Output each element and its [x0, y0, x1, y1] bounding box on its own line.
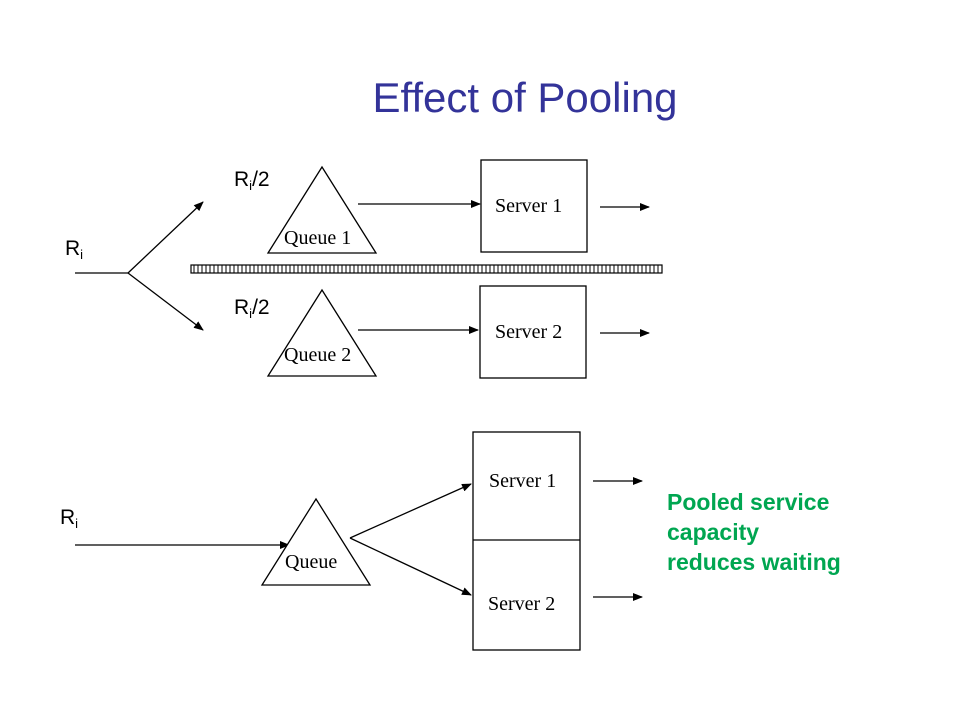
pooled-queue-triangle	[260, 497, 372, 586]
pooled-server-1-label: Server 1	[489, 470, 557, 492]
server-2-box-top	[479, 285, 587, 379]
separator-wall	[190, 264, 663, 274]
pooled-server-2-label: Server 2	[488, 593, 556, 615]
split-rate-label-1: Ri/2	[234, 168, 270, 193]
server-1-box-top	[480, 159, 588, 253]
arrival-rate-label-top: Ri	[65, 237, 84, 262]
arrival-rate-label-bottom: Ri	[60, 506, 79, 531]
server-2-label-top: Server 2	[495, 321, 563, 343]
split-arrow-up	[127, 201, 204, 274]
note-line-1: Pooled service	[667, 489, 830, 515]
pooled-arrow-to-server-1	[349, 483, 472, 539]
queue-2-triangle	[266, 288, 378, 377]
pooled-arrow-to-server-2	[349, 537, 472, 596]
note-line-2: capacity	[667, 519, 760, 545]
pooled-server-box	[472, 431, 581, 651]
pooled-queue-label: Queue	[285, 551, 338, 573]
slide-title: Effect of Pooling	[372, 74, 678, 121]
note-line-3: reduces waiting	[667, 549, 841, 575]
queue-2-label: Queue 2	[284, 344, 352, 366]
queue-1-label: Queue 1	[284, 227, 352, 249]
queue-1-triangle	[266, 165, 378, 254]
split-arrow-down	[127, 272, 204, 331]
pooling-note: Pooled service capacity reduces waiting	[667, 487, 841, 577]
split-rate-label-2: Ri/2	[234, 296, 270, 321]
server-1-label-top: Server 1	[495, 195, 563, 217]
